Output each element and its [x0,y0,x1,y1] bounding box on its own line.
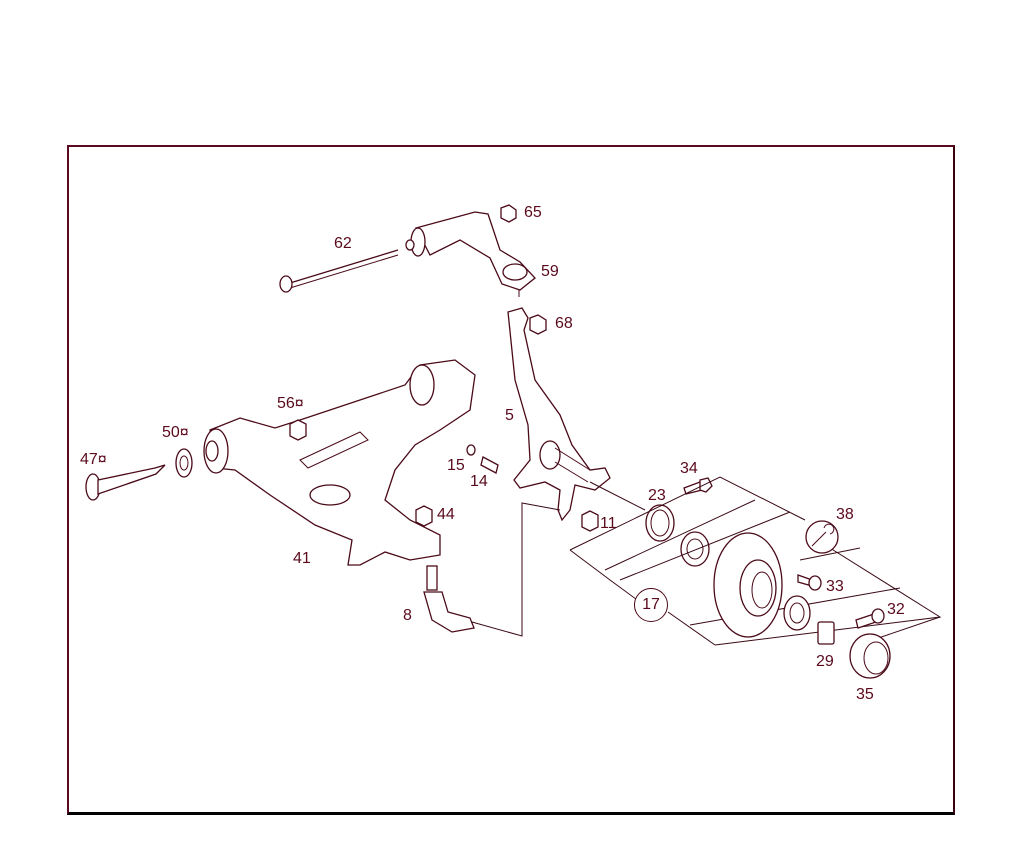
part-label-47[interactable]: 47¤ [80,451,107,468]
part-label-65[interactable]: 65 [524,204,542,221]
part-label-23[interactable]: 23 [648,487,666,504]
part-32-bolt[interactable] [855,608,885,629]
part-label-5[interactable]: 5 [505,407,514,424]
part-label-35[interactable]: 35 [856,686,874,703]
part-hub[interactable] [713,532,783,638]
part-label-32[interactable]: 32 [887,601,905,618]
part-label-59[interactable]: 59 [541,263,559,280]
part-50-washer[interactable] [175,448,193,478]
part-label-68[interactable]: 68 [555,315,573,332]
part-15-bushing[interactable] [466,444,476,456]
part-label-56[interactable]: 56¤ [277,395,304,412]
part-label-34[interactable]: 34 [680,460,698,477]
part-label-8[interactable]: 8 [403,607,412,624]
wrench-icon [805,520,839,554]
part-59-upper-arm[interactable] [405,211,536,297]
part-29-clamp-nut[interactable] [817,621,835,645]
part-5-steering-knuckle[interactable] [507,307,611,522]
part-label-15[interactable]: 15 [447,457,465,474]
part-label-41[interactable]: 41 [293,550,311,567]
part-label-50[interactable]: 50¤ [162,424,189,441]
part-bearing-inner[interactable] [680,531,710,567]
part-68-nut[interactable] [529,314,547,335]
part-label-14[interactable]: 14 [470,473,488,490]
part-62-bolt[interactable] [279,249,399,293]
part-label-62[interactable]: 62 [334,235,352,252]
part-56-nut[interactable] [289,419,307,441]
part-47-bolt[interactable] [85,464,166,501]
part-41-lower-control-arm[interactable] [203,359,476,566]
part-11-nut[interactable] [581,510,599,532]
leader-line [471,502,561,637]
part-34-bolt[interactable] [683,477,713,495]
part-label-38[interactable]: 38 [836,506,854,523]
part-label-11[interactable]: 11 [600,515,617,532]
part-14-stud[interactable] [480,456,499,474]
part-label-circled-17[interactable]: 17 [634,588,668,622]
diagram-frame [67,145,955,815]
part-35-hub-cap[interactable] [849,633,891,679]
part-label-44[interactable]: 44 [437,506,455,523]
part-44-nut[interactable] [415,505,433,527]
part-33-bolt[interactable] [797,574,822,591]
part-label-33[interactable]: 33 [826,578,844,595]
part-23-seal[interactable] [645,504,675,542]
part-8-ball-joint[interactable] [423,565,475,633]
part-bearing-outer[interactable] [783,595,811,631]
leader-line [589,481,646,511]
part-65-nut[interactable] [500,204,517,223]
part-label-29[interactable]: 29 [816,653,834,670]
